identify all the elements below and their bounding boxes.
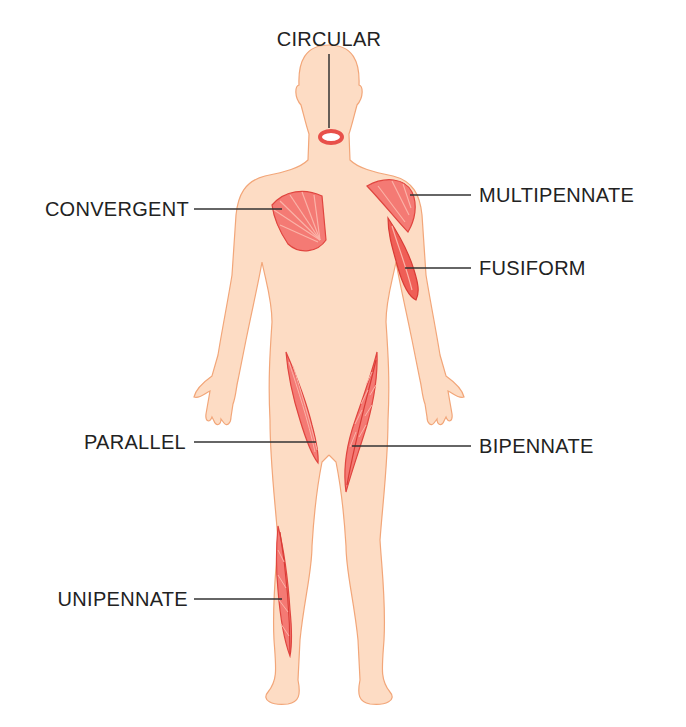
muscle-label: BIPENNATE [479, 434, 594, 458]
muscle-label: CONVERGENT [45, 197, 189, 221]
muscle-label: UNIPENNATE [58, 587, 188, 611]
leader-lines [194, 54, 471, 599]
muscle-label: PARALLEL [84, 430, 186, 454]
muscle-label: MULTIPENNATE [479, 183, 634, 207]
muscle-label: CIRCULAR [277, 27, 382, 51]
muscle-label: FUSIFORM [479, 256, 586, 280]
